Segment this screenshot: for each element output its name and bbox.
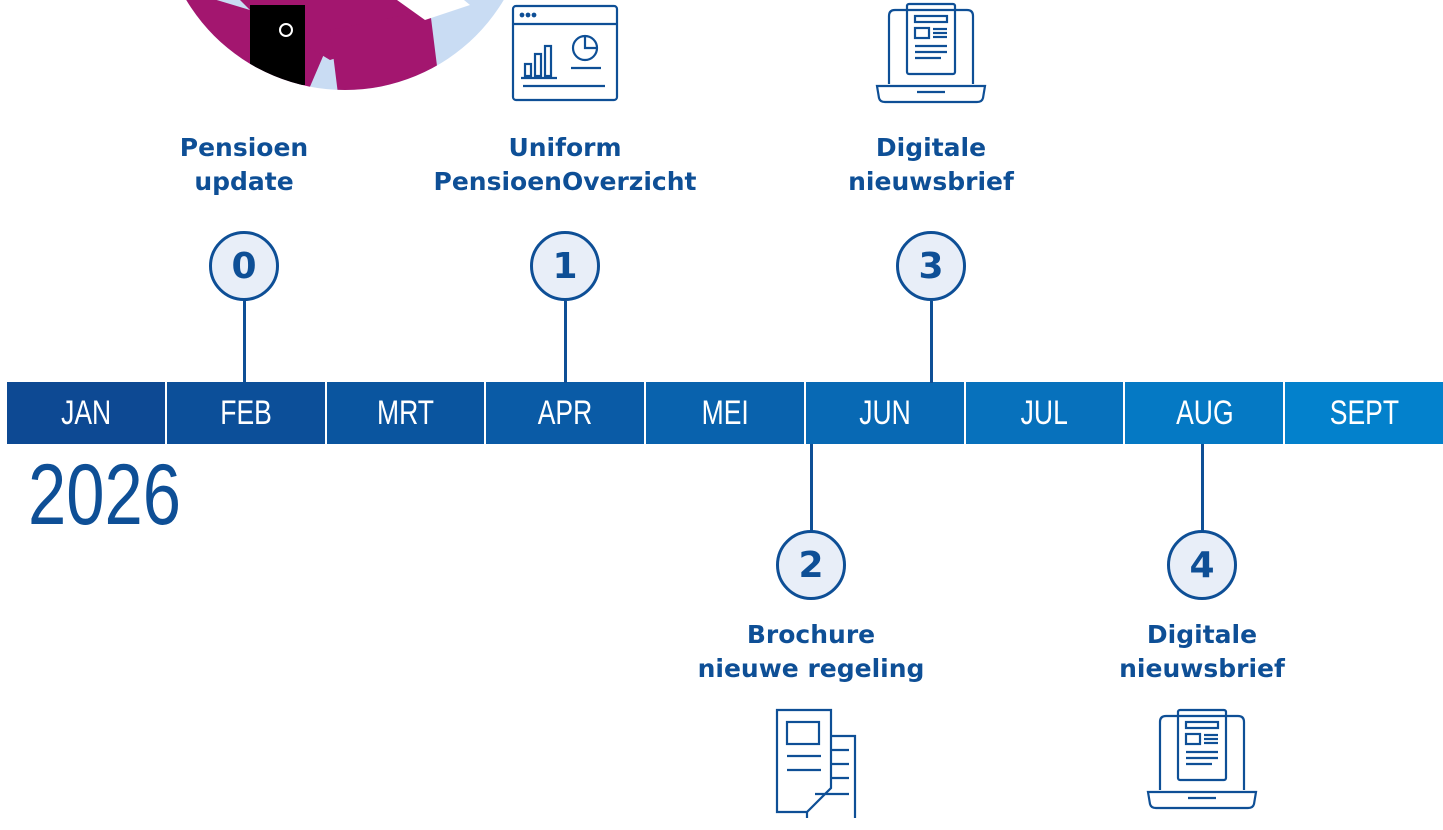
milestone-2-badge: 2 (776, 530, 846, 600)
title-line: update (194, 167, 294, 196)
month-label: FEB (219, 393, 272, 432)
month-label: AUG (1175, 393, 1234, 432)
title-line: Pensioen (179, 133, 309, 162)
month-jul: JUL (963, 382, 1124, 444)
title-line: nieuwsbrief (848, 167, 1014, 196)
month-sept: SEPT (1283, 382, 1443, 444)
month-label: JUN (859, 393, 911, 432)
month-apr: APR (484, 382, 645, 444)
illustration-person (160, 0, 530, 90)
year-label: 2026 (28, 447, 182, 543)
title-line: Brochure (746, 620, 876, 649)
milestone-3-badge: 3 (896, 231, 966, 301)
title-line: Digitale (875, 133, 987, 162)
laptop-newsletter-icon (871, 2, 991, 112)
month-jun: JUN (803, 382, 964, 444)
brochure-icon (751, 708, 871, 822)
timeline-band: JAN FEB MRT APR MEI JUN JUL AUG SEPT (7, 382, 1443, 444)
month-label: APR (537, 393, 593, 432)
milestone-4-badge: 4 (1167, 530, 1237, 600)
month-label: MRT (376, 393, 434, 432)
title-line: nieuwsbrief (1119, 654, 1285, 683)
milestone-2-connector (809, 444, 813, 532)
milestone-2-title: Brochure nieuwe regeling (641, 618, 981, 686)
milestone-3-title: Digitale nieuwsbrief (761, 131, 1101, 199)
title-line: Uniform (508, 133, 622, 162)
month-mrt: MRT (324, 382, 485, 444)
month-aug: AUG (1123, 382, 1284, 444)
dashboard-icon (505, 2, 625, 112)
month-jan: JAN (7, 382, 165, 444)
month-label: SEPT (1329, 393, 1399, 432)
month-label: JAN (60, 393, 111, 432)
title-line: nieuwe regeling (697, 654, 925, 683)
milestone-1-badge: 1 (530, 231, 600, 301)
milestone-0-badge: 0 (209, 231, 279, 301)
milestone-1-connector (563, 301, 567, 383)
laptop-newsletter-icon (1142, 708, 1262, 818)
title-line: Digitale (1146, 620, 1258, 649)
month-label: JUL (1020, 393, 1069, 432)
milestone-4-title: Digitale nieuwsbrief (1032, 618, 1372, 686)
milestone-4-connector (1200, 444, 1204, 532)
month-mei: MEI (644, 382, 804, 444)
milestone-0-connector (242, 301, 246, 383)
title-line: PensioenOverzicht (433, 167, 697, 196)
milestone-3-connector (929, 301, 933, 383)
month-feb: FEB (164, 382, 325, 444)
month-label: MEI (701, 393, 749, 432)
milestone-0-title: Pensioen update (74, 131, 414, 199)
